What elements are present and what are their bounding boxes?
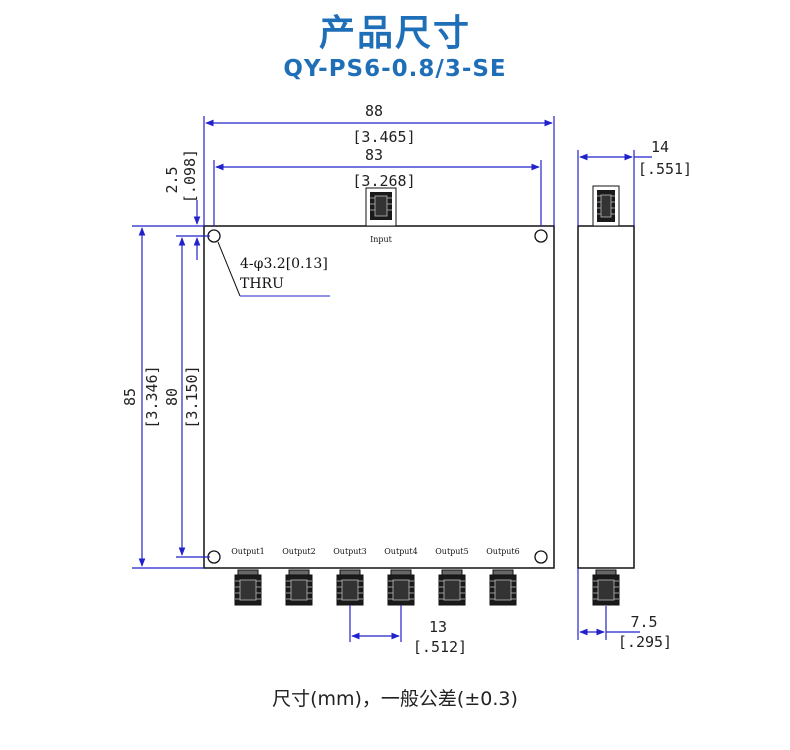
mounting-hole xyxy=(534,229,548,243)
output-connector xyxy=(336,569,364,606)
side-body xyxy=(577,225,635,569)
output-port-label: Output3 xyxy=(333,547,367,556)
height-dimensions xyxy=(132,200,210,569)
thickness-mm: 14 xyxy=(651,138,669,156)
edge-offset-in: [.098] xyxy=(181,149,199,203)
connector-offset-in: [.295] xyxy=(618,633,672,651)
output-connector xyxy=(387,569,415,606)
width-dimensions xyxy=(203,116,555,226)
overall-height-in: [3.346] xyxy=(143,365,161,428)
overall-width-in: [3.465] xyxy=(352,128,415,146)
hole-pitch-height-mm: 80 xyxy=(163,388,181,406)
output-port-label: Output5 xyxy=(435,547,469,556)
front-view: Input Output1 Output2 Output3 Output4 Ou… xyxy=(203,187,555,606)
page-title: 产品尺寸 xyxy=(318,13,471,54)
output-connector xyxy=(438,569,466,606)
hole-pitch-height-in: [3.150] xyxy=(183,365,201,428)
edge-offset-mm: 2.5 xyxy=(163,166,181,193)
mounting-hole xyxy=(534,550,548,564)
output-port-label: Output1 xyxy=(231,547,265,556)
splitter-body xyxy=(203,225,555,569)
output-connector xyxy=(285,569,313,606)
output-port-label: Output6 xyxy=(486,547,520,556)
side-input-connector xyxy=(592,185,620,227)
side-view xyxy=(577,185,635,606)
model-number: QY-PS6-0.8/3-SE xyxy=(283,56,507,82)
side-dimensions xyxy=(577,150,652,640)
side-output-connector xyxy=(592,569,620,606)
port-pitch-mm: 13 xyxy=(429,618,447,636)
port-pitch-dimension xyxy=(349,605,402,642)
hole-leader-line xyxy=(217,241,241,297)
output-port-label: Output4 xyxy=(384,547,418,556)
port-pitch-in: [.512] xyxy=(413,638,467,656)
thickness-in: [.551] xyxy=(638,160,692,178)
input-connector xyxy=(365,187,397,227)
overall-height-mm: 85 xyxy=(121,388,139,406)
overall-width-mm: 88 xyxy=(365,102,383,120)
hole-pitch-width-in: [3.268] xyxy=(352,172,415,190)
output-connector xyxy=(234,569,262,606)
output-port-label: Output2 xyxy=(282,547,316,556)
output-connector xyxy=(489,569,517,606)
connector-offset-mm: 7.5 xyxy=(630,613,657,631)
input-port-label: Input xyxy=(370,235,393,244)
tolerance-caption: 尺寸(mm)，一般公差(±0.3) xyxy=(272,688,518,710)
hole-note-line2: THRU xyxy=(240,276,284,292)
hole-note-line1: 4-φ3.2[0.13] xyxy=(240,256,328,272)
hole-pitch-width-mm: 83 xyxy=(365,146,383,164)
